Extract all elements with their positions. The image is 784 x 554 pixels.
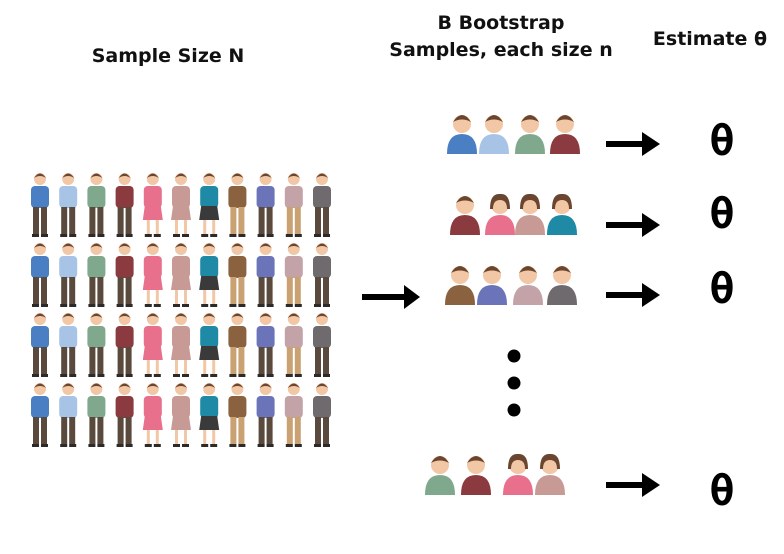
bootstrap-sample-2 [450, 193, 577, 235]
population-person [199, 313, 220, 377]
sample-person [425, 456, 455, 495]
sample-person [515, 193, 545, 235]
population-person [31, 383, 49, 447]
population-person [87, 383, 106, 447]
population-person [59, 173, 78, 237]
population-person [142, 383, 163, 447]
population-person [228, 383, 247, 447]
population-person [284, 243, 303, 307]
theta-estimate-3: θ [709, 264, 735, 313]
population-person [142, 173, 163, 237]
bootstrap-sample-3 [445, 266, 577, 305]
population-person [171, 383, 191, 447]
population-person [199, 173, 220, 237]
population-person [115, 173, 134, 237]
population-person [31, 243, 49, 307]
population-person [256, 383, 275, 447]
sample-person [479, 115, 509, 154]
sample-to-estimate-arrowhead [642, 132, 660, 156]
sample-person [485, 193, 515, 235]
sample-person [547, 266, 577, 305]
sample-person [513, 266, 543, 305]
ellipsis-dot [507, 376, 521, 390]
population-person [313, 173, 331, 237]
population-heading-text: Sample Size N [91, 45, 245, 67]
population-person [199, 243, 220, 307]
sample-to-estimate-arrowhead [642, 213, 660, 237]
sample-person [445, 266, 475, 305]
population-person [31, 313, 49, 377]
population-person [313, 313, 331, 377]
population-person [284, 173, 303, 237]
population-person [313, 383, 331, 447]
theta-estimate-2: θ [709, 189, 735, 238]
ellipsis-dot [507, 403, 521, 417]
sample-person [503, 453, 533, 495]
population-group [31, 173, 331, 447]
sample-person [461, 456, 491, 495]
population-person [115, 383, 134, 447]
bootstrap-samples-group [425, 115, 660, 497]
population-person [313, 243, 331, 307]
sample-person [535, 453, 565, 495]
bootstrap-heading-line2: Samples, each size n [389, 39, 613, 61]
population-person [171, 173, 191, 237]
bootstrap-sample-1 [447, 115, 580, 154]
bootstrap-heading-line1: B Bootstrap [437, 12, 565, 34]
population-person [256, 243, 275, 307]
bootstrap-sample-4 [425, 453, 565, 495]
population-person [59, 383, 78, 447]
sample-person [450, 196, 480, 235]
population-person [256, 313, 275, 377]
population-person [284, 313, 303, 377]
ellipsis-dots [507, 349, 521, 417]
population-person [115, 243, 134, 307]
population-person [171, 243, 191, 307]
theta-estimate-4: θ [709, 466, 735, 515]
sample-to-estimate-arrowhead [642, 473, 660, 497]
sample-person [515, 115, 545, 154]
population-person [87, 243, 106, 307]
bootstrap-heading: B Bootstrap Samples, each size n [378, 10, 624, 64]
estimate-heading: Estimate θ [645, 26, 775, 53]
population-to-samples-arrowhead [404, 285, 420, 309]
population-person [256, 173, 275, 237]
population-heading: Sample Size N [68, 43, 268, 70]
population-person [87, 173, 106, 237]
population-person [59, 313, 78, 377]
population-person [171, 313, 191, 377]
sample-person [547, 193, 577, 235]
estimate-heading-text: Estimate θ [652, 28, 768, 50]
sample-person [550, 115, 580, 154]
sample-person [477, 266, 507, 305]
population-person [59, 243, 78, 307]
arrows-group [362, 285, 420, 309]
population-person [31, 173, 49, 237]
population-person [115, 313, 134, 377]
theta-estimate-1: θ [709, 116, 735, 165]
population-person [228, 313, 247, 377]
sample-to-estimate-arrowhead [642, 283, 660, 307]
population-person [228, 173, 247, 237]
population-person [228, 243, 247, 307]
population-person [87, 313, 106, 377]
population-person [142, 243, 163, 307]
ellipsis-dot [507, 349, 521, 363]
population-person [284, 383, 303, 447]
population-person [199, 383, 220, 447]
sample-person [447, 115, 477, 154]
population-person [142, 313, 163, 377]
